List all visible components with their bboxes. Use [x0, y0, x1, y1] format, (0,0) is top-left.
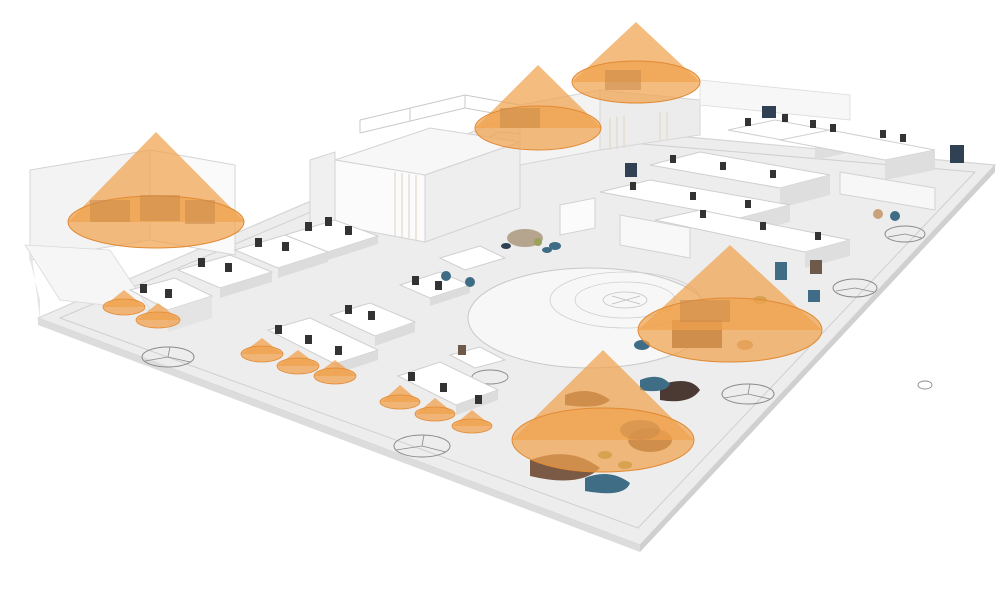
central-slatted-block	[309, 94, 521, 243]
floor-sensor-circle	[884, 225, 926, 243]
floor-sensor-circle	[393, 434, 451, 458]
desk-row	[266, 317, 380, 374]
monitor-set	[630, 114, 906, 240]
lounge-center	[501, 229, 561, 253]
coverage-cones-small	[102, 290, 493, 434]
desk-row	[328, 302, 417, 346]
coverage-cone	[313, 360, 357, 385]
coverage-cone	[414, 398, 456, 422]
storage-cabinet	[559, 171, 936, 259]
desk-row	[396, 361, 500, 415]
floor-sensor-circle	[917, 380, 933, 390]
coverage-cone	[379, 385, 421, 410]
accent-chairs	[625, 106, 964, 302]
floor-sensors	[141, 225, 933, 458]
objects-under-cones	[90, 70, 730, 440]
coverage-cone	[240, 338, 284, 363]
coverage-cone	[102, 290, 146, 316]
desk-row	[448, 345, 507, 369]
floor-sensor-circle	[832, 278, 878, 298]
coverage-cone	[276, 350, 320, 375]
desk-row	[233, 234, 330, 278]
desk-clusters-left	[128, 217, 507, 415]
desk-clusters-right	[559, 106, 964, 302]
desk-row	[438, 245, 507, 287]
desk-row	[649, 151, 831, 208]
floor-sensor-circle	[721, 383, 775, 405]
coverage-cone	[135, 303, 181, 329]
desk-row	[779, 129, 936, 180]
coverage-cone	[571, 22, 701, 104]
desk-row	[176, 254, 274, 298]
coverage-cone	[451, 410, 493, 434]
floor-sensor-circle	[141, 346, 195, 368]
